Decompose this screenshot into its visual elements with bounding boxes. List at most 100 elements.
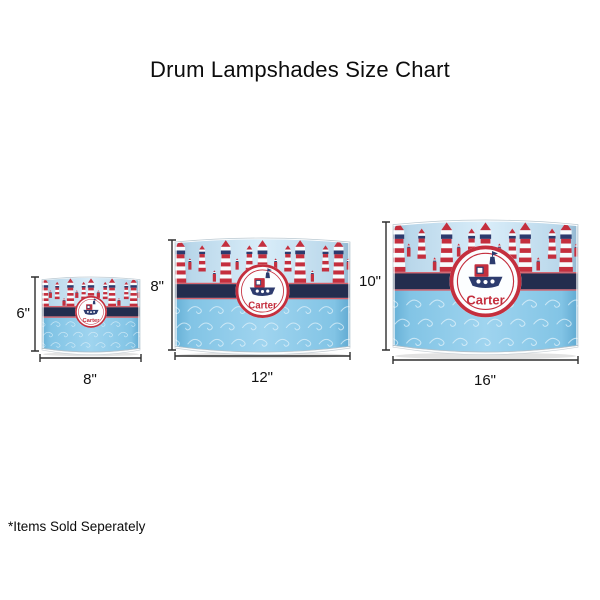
wave-curl <box>544 299 561 308</box>
lighthouse-icon <box>48 290 52 298</box>
width-dimension-label: 16" <box>474 372 496 389</box>
lighthouse-icon <box>198 245 206 272</box>
wave-curl <box>440 318 457 327</box>
wave-curl <box>133 331 140 338</box>
wave-curl <box>88 331 98 338</box>
lighthouse-icon <box>108 278 116 307</box>
lighthouse-icon <box>102 281 108 300</box>
wave-curl <box>475 337 491 346</box>
wave-curl <box>253 338 268 347</box>
wave-curl <box>187 306 202 314</box>
wave-curl <box>263 322 279 331</box>
wave-curl <box>73 331 83 338</box>
lighthouse-icon <box>536 257 541 271</box>
lighthouse-icon <box>406 243 411 257</box>
lighthouse-icon <box>518 222 533 272</box>
wave-curl <box>209 306 224 314</box>
lighthouse-icon <box>117 298 121 306</box>
wave-curl <box>220 322 235 331</box>
wave-curl <box>510 318 526 327</box>
wave-curl <box>487 318 503 327</box>
height-dimension-label: 10" <box>359 273 381 290</box>
wave-curl <box>394 318 410 327</box>
shade-shadow <box>394 352 577 360</box>
height-dimension-line <box>382 221 390 351</box>
badge-name-text: Carter <box>466 292 504 307</box>
wave-curl <box>340 338 350 347</box>
wave-curl <box>580 319 594 326</box>
tugboat-icon <box>468 251 503 289</box>
lighthouse-icon <box>547 228 557 259</box>
wave-curl <box>58 331 68 338</box>
wave-curl <box>296 338 312 347</box>
page-title: Drum Lampshades Size Chart <box>150 57 450 82</box>
width-dimension-line <box>39 354 142 362</box>
wave-curl <box>80 342 91 348</box>
items-sold-separately-note: *Items Sold Seperately <box>8 519 146 534</box>
lampshade-small: Carter 6" 8" <box>16 276 142 388</box>
lampshade-large: Carter 10" 16" <box>359 218 579 389</box>
wave-curl <box>187 338 202 347</box>
lighthouse-icon <box>123 281 129 300</box>
lighthouse-icon <box>321 245 330 272</box>
wave-curl <box>452 337 468 346</box>
wave-curl <box>110 321 121 327</box>
wave-curl <box>406 299 422 308</box>
wave-curl <box>50 321 61 327</box>
lighthouse-icon <box>96 290 100 298</box>
wave-curl <box>209 338 224 347</box>
wave-curl <box>463 318 480 327</box>
height-dimension-label: 8" <box>150 278 164 295</box>
wave-curl <box>176 322 191 331</box>
wave-curl <box>65 321 76 327</box>
lighthouse-icon <box>432 257 437 271</box>
wave-curl <box>285 322 301 331</box>
lighthouse-icon <box>508 228 517 259</box>
lighthouse-icon <box>332 240 345 283</box>
wave-curl <box>95 342 106 348</box>
height-dimension-line <box>168 239 176 351</box>
wave-curl <box>567 337 578 346</box>
wave-curl <box>50 342 61 348</box>
lampshade-art: Carter <box>174 236 351 359</box>
lighthouse-icon <box>294 240 307 283</box>
badge-name-text: Carter <box>248 300 277 311</box>
width-dimension-line <box>174 352 351 360</box>
wave-curl <box>498 337 514 346</box>
wave-curl <box>307 322 323 331</box>
badge-name-text: Carter <box>82 318 100 324</box>
lighthouse-icon <box>54 281 60 300</box>
lighthouse-icon <box>274 258 278 270</box>
wave-curl <box>521 299 538 308</box>
name-badge: Carter <box>449 245 522 318</box>
wave-curl <box>242 322 257 331</box>
wave-curl <box>65 342 76 348</box>
lighthouse-icon <box>559 222 573 272</box>
height-dimension-line <box>31 276 39 352</box>
lighthouse-icon <box>81 281 87 300</box>
lighthouse-icon <box>456 243 461 257</box>
lighthouse-icon <box>212 270 216 282</box>
wave-curl <box>318 306 334 314</box>
lampshade-art: Carter <box>41 276 141 357</box>
lighthouse-icon <box>42 278 49 307</box>
lampshade-art: Carter <box>392 218 594 360</box>
wave-curl <box>340 306 350 314</box>
wave-curl <box>429 299 445 308</box>
height-dimension-label: 6" <box>16 305 30 322</box>
wave-curl <box>43 331 53 338</box>
wave-curl <box>406 337 422 346</box>
wave-curl <box>429 337 445 346</box>
lampshade-medium: Carter 8" 12" <box>150 236 351 386</box>
wave-curl <box>417 318 433 327</box>
tugboat-icon <box>83 298 99 315</box>
width-dimension-label: 8" <box>83 371 97 388</box>
wave-curl <box>544 337 561 346</box>
wave-curl <box>274 338 290 347</box>
lighthouse-icon <box>175 240 187 283</box>
wave-curl <box>533 318 549 327</box>
wave-curl <box>329 322 345 331</box>
wave-curl <box>318 338 334 347</box>
wave-curl <box>125 342 136 348</box>
